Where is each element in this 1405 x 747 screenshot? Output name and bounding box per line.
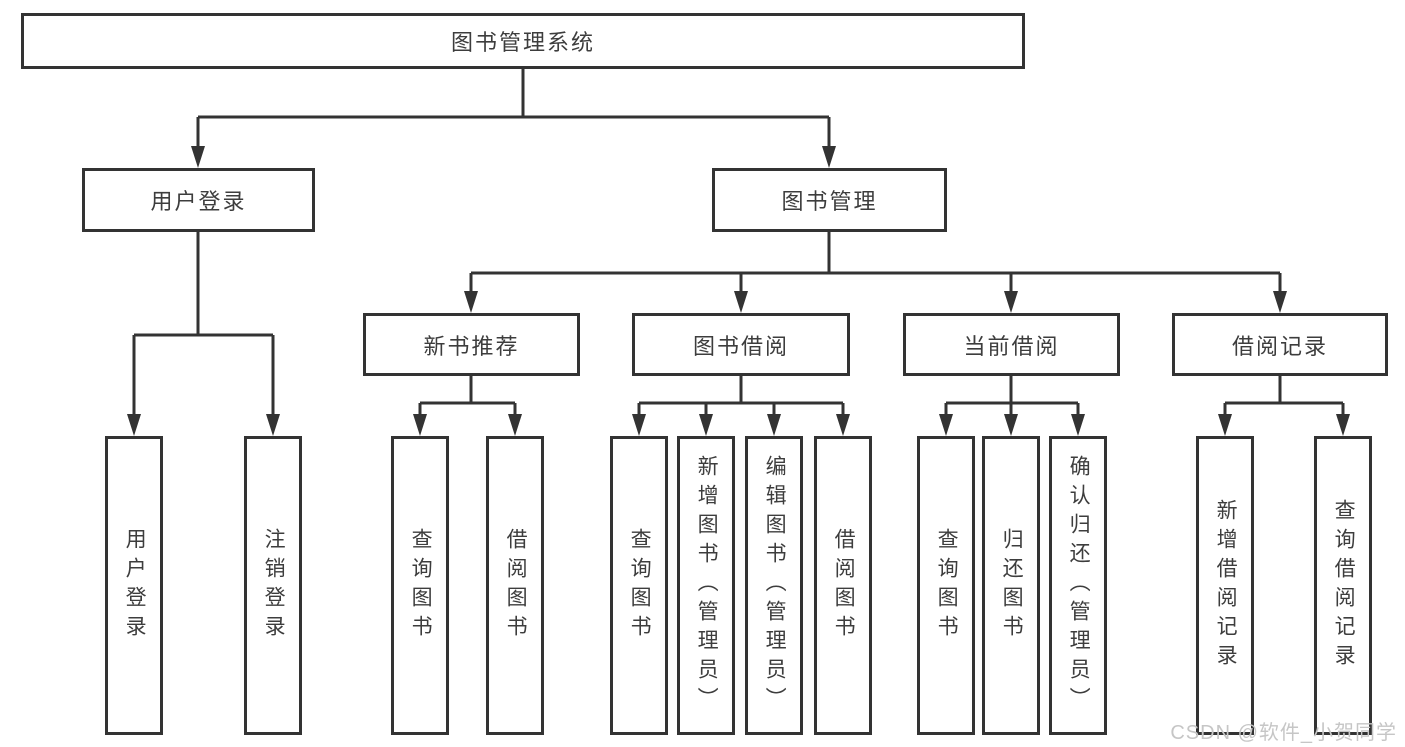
node-label: 确认归还（管理员） [1067, 455, 1091, 716]
node-current-borrow: 当前借阅 [903, 313, 1120, 376]
leaf-query-book-current: 查询图书 [917, 436, 975, 735]
leaf-query-book-borrow: 查询图书 [610, 436, 668, 735]
node-label: 用户登录 [123, 527, 147, 644]
node-book-borrow: 图书借阅 [632, 313, 850, 376]
node-book-management: 图书管理 [712, 168, 947, 232]
csdn-watermark: CSDN @软件_小贺同学 [1170, 722, 1397, 744]
node-label: 当前借阅 [963, 333, 1060, 359]
leaf-confirm-return-admin: 确认归还（管理员） [1049, 436, 1107, 735]
node-label: 编辑图书（管理员） [763, 455, 787, 716]
node-label: 图书管理 [781, 189, 878, 214]
leaf-borrow-book: 借阅图书 [814, 436, 872, 735]
node-label: 图书管理系统 [450, 30, 595, 55]
node-user-login: 用户登录 [82, 168, 315, 232]
node-library-system: 图书管理系统 [21, 13, 1025, 69]
node-label: 查询借阅记录 [1332, 498, 1356, 673]
leaf-add-book-admin: 新增图书（管理员） [677, 436, 735, 735]
node-label: 新增借阅记录 [1214, 498, 1238, 673]
node-label: 图书借阅 [692, 333, 789, 359]
node-label: 借阅记录 [1231, 333, 1328, 359]
node-borrow-records: 借阅记录 [1172, 313, 1388, 376]
node-label: 归还图书 [1000, 527, 1024, 644]
leaf-return-book: 归还图书 [982, 436, 1040, 735]
leaf-add-borrow-record: 新增借阅记录 [1196, 436, 1254, 735]
node-label: 新书推荐 [423, 333, 520, 359]
node-new-book-recommend: 新书推荐 [363, 313, 580, 376]
leaf-borrow-book-recommend: 借阅图书 [486, 436, 544, 735]
leaf-user-login: 用户登录 [105, 436, 163, 735]
node-label: 查询图书 [409, 527, 433, 644]
node-label: 借阅图书 [832, 527, 856, 644]
leaf-query-borrow-record: 查询借阅记录 [1314, 436, 1372, 735]
leaf-logout-login: 注销登录 [244, 436, 302, 735]
node-label: 查询图书 [628, 527, 652, 644]
node-label: 借阅图书 [504, 527, 528, 644]
node-label: 注销登录 [262, 527, 286, 644]
leaf-query-book-recommend: 查询图书 [391, 436, 449, 735]
node-label: 新增图书（管理员） [695, 455, 719, 716]
node-label: 用户登录 [150, 189, 247, 214]
node-label: 查询图书 [935, 527, 959, 644]
leaf-edit-book-admin: 编辑图书（管理员） [745, 436, 803, 735]
